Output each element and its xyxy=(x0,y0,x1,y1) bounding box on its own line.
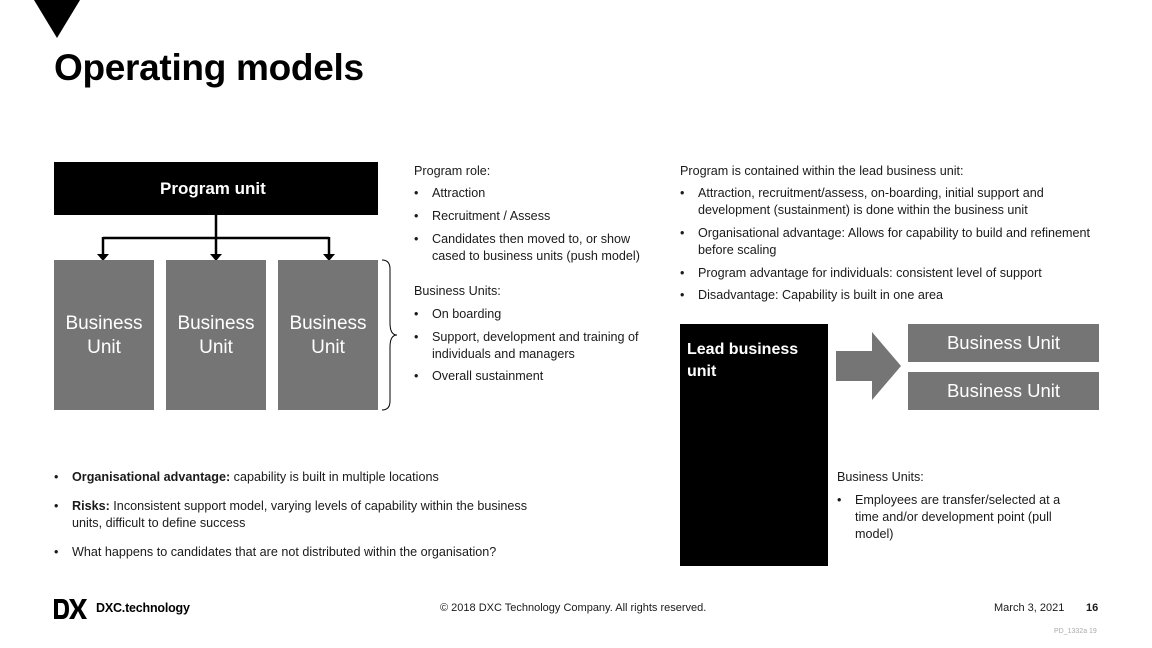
list-item-text: Support, development and training of ind… xyxy=(432,330,639,361)
list-item: • Disadvantage: Capability is built in on… xyxy=(680,287,1100,304)
business-unit-label: Business Unit xyxy=(946,380,1061,401)
dxc-logo-icon xyxy=(54,599,87,619)
right-business-units-list: • Employees are transfer/selected at a ti… xyxy=(837,492,1087,543)
business-units-list: • On boarding • Support, development and t… xyxy=(414,306,664,385)
list-item-text: What happens to candidates that are not … xyxy=(72,545,497,559)
program-unit-label: Program unit xyxy=(160,179,266,198)
program-role-list: • Attraction • Recruitment / Assess • Candi… xyxy=(414,185,664,265)
list-item: • Organisational advantage: capability is… xyxy=(54,469,534,486)
business-unit-box-1: Business Unit xyxy=(54,260,154,410)
list-item-text: Organisational advantage: Allows for cap… xyxy=(698,226,1091,257)
list-item: • Program advantage for individuals: cons… xyxy=(680,265,1100,282)
business-unit-box-3: Business Unit xyxy=(278,260,378,410)
business-unit-label: Business Unit xyxy=(65,313,143,358)
date-text: March 3, 2021 xyxy=(994,602,1065,614)
bullet: • xyxy=(680,266,685,280)
bullet: • xyxy=(414,369,419,383)
list-item-bold: Risks: xyxy=(72,499,110,513)
list-item-text: Attraction, recruitment/assess, on-board… xyxy=(698,186,1044,217)
bullet: • xyxy=(54,545,59,559)
list-item-bold: Organisational advantage: xyxy=(72,470,231,484)
bullet: • xyxy=(414,232,419,246)
bullet: • xyxy=(680,288,685,302)
right-arrow-icon xyxy=(836,332,901,400)
right-business-units-heading: Business Units: xyxy=(837,470,924,484)
list-item: • What happens to candidates that are not… xyxy=(54,544,534,561)
copyright-text: © 2018 DXC Technology Company. All right… xyxy=(440,602,707,614)
bullet: • xyxy=(414,307,419,321)
program-role-heading: Program role: xyxy=(414,164,491,178)
bullet: • xyxy=(414,186,419,200)
connector-arrows xyxy=(97,215,335,261)
bullet: • xyxy=(414,209,419,223)
lead-model-list: • Attraction, recruitment/assess, on-boar… xyxy=(680,185,1100,304)
business-unit-label: Business Unit xyxy=(946,332,1061,353)
bullet: • xyxy=(680,186,685,200)
page-title: Operating models xyxy=(54,47,364,88)
list-item: • Organisational advantage: Allows for ca… xyxy=(680,225,1100,259)
lead-business-unit-label: Lead business unit xyxy=(687,341,799,380)
list-item: • Candidates then moved to, or show cased… xyxy=(414,231,664,265)
list-item-text: Employees are transfer/selected at a tim… xyxy=(855,493,1061,541)
page-number: 16 xyxy=(1086,602,1099,614)
business-unit-label: Business Unit xyxy=(177,313,255,358)
list-item: • Support, development and training of in… xyxy=(414,329,664,363)
bullet: • xyxy=(680,226,685,240)
list-item: • On boarding xyxy=(414,306,664,323)
bullet: • xyxy=(837,493,842,507)
list-item: • Attraction, recruitment/assess, on-boar… xyxy=(680,185,1100,219)
list-item-text: Recruitment / Assess xyxy=(432,209,551,223)
right-business-unit-box-2: Business Unit xyxy=(908,372,1099,410)
bottom-left-list: • Organisational advantage: capability is… xyxy=(54,469,534,561)
business-unit-box-2: Business Unit xyxy=(166,260,266,410)
list-item-text: Overall sustainment xyxy=(432,369,544,383)
program-unit-box: Program unit xyxy=(54,162,378,215)
curly-brace xyxy=(381,259,398,411)
list-item-text: On boarding xyxy=(432,307,502,321)
dxc-logo-text: DXC.technology xyxy=(96,601,190,615)
list-item-text: Attraction xyxy=(432,186,486,200)
list-item-text: capability is built in multiple location… xyxy=(230,470,439,484)
list-item-text: Program advantage for individuals: consi… xyxy=(698,266,1042,280)
list-item: • Recruitment / Assess xyxy=(414,208,664,225)
right-business-unit-box-1: Business Unit xyxy=(908,324,1099,362)
list-item: • Overall sustainment xyxy=(414,368,664,385)
lead-model-heading: Program is contained within the lead bus… xyxy=(680,164,964,178)
lead-business-unit-box: Lead business unit xyxy=(680,324,828,566)
list-item-text: Disadvantage: Capability is built in one… xyxy=(698,288,944,302)
list-item: • Employees are transfer/selected at a ti… xyxy=(837,492,1087,543)
bullet: • xyxy=(414,330,419,344)
business-units-heading: Business Units: xyxy=(414,284,501,298)
business-unit-label: Business Unit xyxy=(289,313,367,358)
slide-code: PD_1332a 19 xyxy=(1054,628,1097,635)
bullet: • xyxy=(54,470,59,484)
list-item-text: Candidates then moved to, or show cased … xyxy=(432,232,640,263)
bullet: • xyxy=(54,499,59,513)
corner-triangle-decoration xyxy=(34,0,80,38)
list-item: • Risks: Inconsistent support model, vary… xyxy=(54,498,534,532)
list-item: • Attraction xyxy=(414,185,664,202)
list-item-text: Inconsistent support model, varying leve… xyxy=(72,499,528,530)
